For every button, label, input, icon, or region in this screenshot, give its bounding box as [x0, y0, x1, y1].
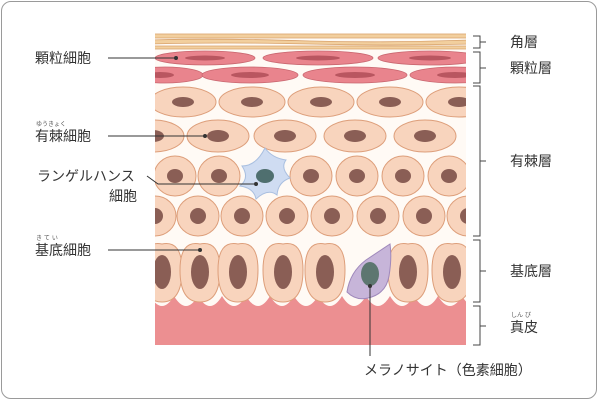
langerhans-label-line1: ランゲルハンス	[37, 169, 135, 185]
melanocyte-dot	[368, 284, 372, 288]
spinous-cell-dot	[203, 134, 207, 138]
granular-cell-dot	[174, 56, 178, 60]
spinous-row-1	[155, 86, 466, 118]
granulosum-layer	[155, 50, 466, 84]
spinous-row-2	[155, 119, 457, 153]
spinosum-bracket	[473, 85, 486, 237]
basale-bracket	[473, 239, 486, 303]
tissue-layers	[155, 33, 466, 345]
corneum-layer	[155, 33, 466, 50]
stratum-basale-label: 基底層	[510, 263, 552, 280]
layer-brackets	[473, 35, 486, 346]
langerhans-label-line2: 細胞	[109, 189, 137, 205]
spinosum-layer	[155, 86, 466, 237]
stratum-spinosum-label: 有棘層	[510, 154, 552, 170]
spinous-cell-ruby: ゆうきょく	[36, 121, 66, 128]
dermis-layer	[155, 296, 466, 345]
spinous-cell-label: 有棘細胞	[35, 129, 91, 145]
stratum-granulosum-label: 顆粒層	[510, 61, 552, 77]
melanocyte-cell	[346, 243, 392, 300]
basale-layer	[155, 243, 466, 303]
langerhans-cell	[238, 147, 291, 200]
stratum-corneum-label: 角層	[510, 35, 538, 51]
granulosum-bracket	[473, 51, 486, 84]
langerhans-leader	[146, 175, 255, 185]
corneum-bracket	[473, 35, 486, 49]
spinous-row-4	[155, 195, 466, 237]
basal-cell-ruby: き て い	[36, 235, 58, 242]
basal-cell-dot	[198, 248, 202, 252]
dermis-bracket	[473, 305, 486, 346]
dermis-label: 真皮	[510, 320, 538, 336]
melanocyte-label: メラノサイト（色素細胞）	[364, 362, 532, 379]
langerhans-dot	[254, 182, 258, 186]
basal-cell-label: 基底細胞	[35, 242, 91, 259]
spinous-row-3	[155, 155, 466, 197]
dermis-ruby: しん ぴ	[511, 312, 531, 319]
granular-cell-label: 顆粒細胞	[35, 51, 91, 67]
